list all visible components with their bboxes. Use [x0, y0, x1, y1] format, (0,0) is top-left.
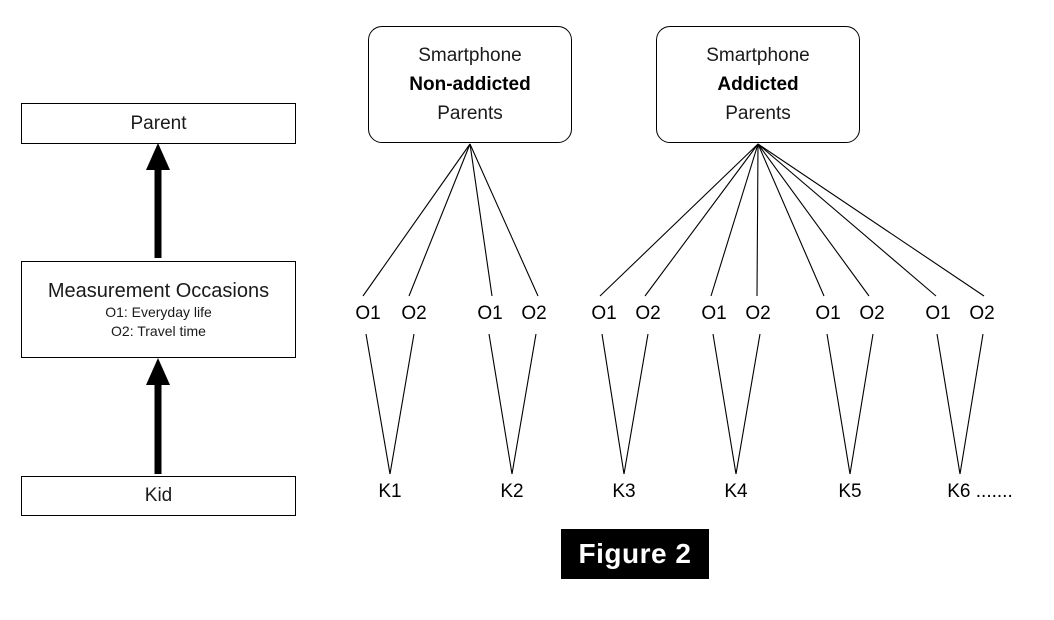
legend-box-kid: Kid [21, 476, 296, 516]
legend-measurement-occasions-label: Measurement Occasions [47, 279, 270, 302]
legend-box-measurement-occasions: Measurement Occasions O1: Everyday life … [21, 261, 296, 358]
group-addicted-line3: Parents [725, 103, 791, 124]
occasion-node: O1 [925, 303, 951, 324]
legend-box-parent: Parent [21, 103, 296, 144]
arrow-kid-to-occasions [146, 358, 170, 474]
occasion-node: O1 [591, 303, 617, 324]
occasion-node: O1 [815, 303, 841, 324]
figure-caption: Figure 2 [561, 529, 709, 579]
kid-node: K5 [838, 481, 862, 502]
edges-nonaddicted-to-occasions [362, 143, 539, 297]
legend-parent-label: Parent [130, 112, 187, 134]
group-addicted-line2: Addicted [717, 74, 799, 95]
legend-kid-label: Kid [144, 485, 173, 506]
occasion-node: O2 [521, 303, 547, 324]
occasion-node: O2 [745, 303, 771, 324]
edges-occasions-to-kids [365, 333, 984, 475]
kid-node: K4 [724, 481, 748, 502]
occasion-node: O2 [635, 303, 661, 324]
occasion-node: O1 [701, 303, 727, 324]
arrow-occasions-to-parent [146, 143, 170, 258]
occasion-node: O1 [477, 303, 503, 324]
occasion-node: O2 [401, 303, 427, 324]
group-addicted-line1: Smartphone [706, 45, 810, 66]
occasion-node: O1 [355, 303, 381, 324]
kid-node: K6 ....... [947, 481, 1013, 502]
occasion-node: O2 [859, 303, 885, 324]
group-nonaddicted-line1: Smartphone [418, 45, 522, 66]
group-nonaddicted-line3: Parents [437, 103, 503, 124]
kid-node: K3 [612, 481, 636, 502]
legend-occasion-o1-description: O1: Everyday life [105, 303, 212, 320]
group-nonaddicted-line2: Non-addicted [409, 74, 531, 95]
kid-node: K1 [378, 481, 402, 502]
group-box-non-addicted-parents: Smartphone Non-addicted Parents [368, 26, 572, 143]
kid-node: K2 [500, 481, 524, 502]
legend-occasion-o2-description: O2: Travel time [111, 322, 206, 339]
group-box-addicted-parents: Smartphone Addicted Parents [656, 26, 860, 143]
edges-addicted-to-occasions [599, 143, 985, 297]
occasion-node: O2 [969, 303, 995, 324]
